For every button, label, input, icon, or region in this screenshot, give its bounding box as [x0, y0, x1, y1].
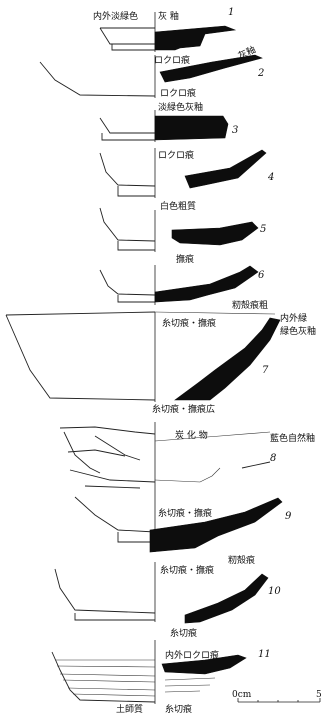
vessel-3-number: 3	[232, 125, 238, 136]
vessel-8-number: 8	[270, 453, 276, 464]
vessel-1-label-a: 内外淡緑色	[93, 10, 138, 22]
vessel-7-label-d: 糸切痕・撫痕広	[152, 403, 215, 415]
vessel-7-label-b: 緑色灰釉	[280, 325, 316, 337]
scale-start-label: 0cm	[232, 690, 252, 700]
vessel-7: 内外緑 緑色灰釉 糸切痕・撫痕 糸切痕・撫痕広 7	[5, 311, 316, 415]
vessel-11-number: 11	[258, 649, 271, 660]
vessel-7-number: 7	[262, 365, 269, 376]
vessel-8: 炭 化 物 藍色自然釉 8	[59, 422, 315, 490]
vessel-4-number: 4	[267, 172, 274, 183]
vessel-10-label-c: 糸切痕	[170, 627, 197, 639]
vessel-6-number: 6	[258, 270, 265, 281]
vessel-1-label-c: ロクロ痕	[154, 54, 190, 66]
vessel-11: 内外ロクロ痕 土師質 糸切痕 11	[51, 640, 271, 715]
vessel-3-label-a: 淡緑色灰釉	[158, 101, 203, 113]
vessel-6: 籾殻痕粗 6	[99, 265, 268, 311]
vessel-3: 淡緑色灰釉 3	[99, 101, 238, 142]
vessel-6-label-a: 籾殻痕粗	[232, 299, 268, 311]
vessel-8-label-b: 藍色自然釉	[270, 432, 315, 444]
vessel-9-number: 9	[285, 511, 292, 522]
vessel-10: 糸切痕・撫痕 籾殻痕 糸切痕 10	[54, 554, 281, 639]
vessel-1-label-b: 灰 釉	[158, 10, 179, 22]
vessel-5: 白色粗質 撫痕 5	[99, 200, 266, 265]
vessel-5-label-b: 撫痕	[176, 253, 194, 265]
vessel-2: 灰釉 ロクロ痕 2	[39, 43, 264, 99]
vessel-11-label-a: 内外ロクロ痕	[165, 649, 219, 661]
vessel-11-label-c: 糸切痕	[165, 703, 192, 715]
vessel-9-label-a: 糸切痕・撫痕	[158, 507, 212, 519]
vessel-1-number: 1	[228, 7, 234, 18]
vessel-10-label-b: 籾殻痕	[228, 554, 255, 566]
vessel-4: ロクロ痕 4	[99, 148, 274, 198]
vessel-11-label-b: 土師質	[116, 703, 143, 715]
vessel-10-label-a: 糸切痕・撫痕	[160, 564, 214, 576]
vessel-9: 糸切痕・撫痕 9	[74, 490, 292, 553]
vessel-2-label-b: ロクロ痕	[160, 87, 196, 99]
vessel-7-label-a: 内外緑	[280, 312, 307, 324]
scale-bar: 0cm 5	[232, 690, 322, 703]
vessel-5-number: 5	[260, 224, 266, 235]
vessel-5-label-a: 白色粗質	[160, 200, 196, 212]
vessel-7-label-c: 糸切痕・撫痕	[162, 317, 216, 329]
vessel-10-number: 10	[268, 586, 281, 597]
vessel-1: 内外淡緑色 灰 釉 ロクロ痕 1	[93, 7, 237, 66]
scale-end-label: 5	[316, 690, 322, 700]
vessel-4-label-a: ロクロ痕	[158, 149, 194, 161]
vessel-8-label-a: 炭 化 物	[175, 429, 208, 441]
vessel-2-number: 2	[257, 68, 264, 79]
